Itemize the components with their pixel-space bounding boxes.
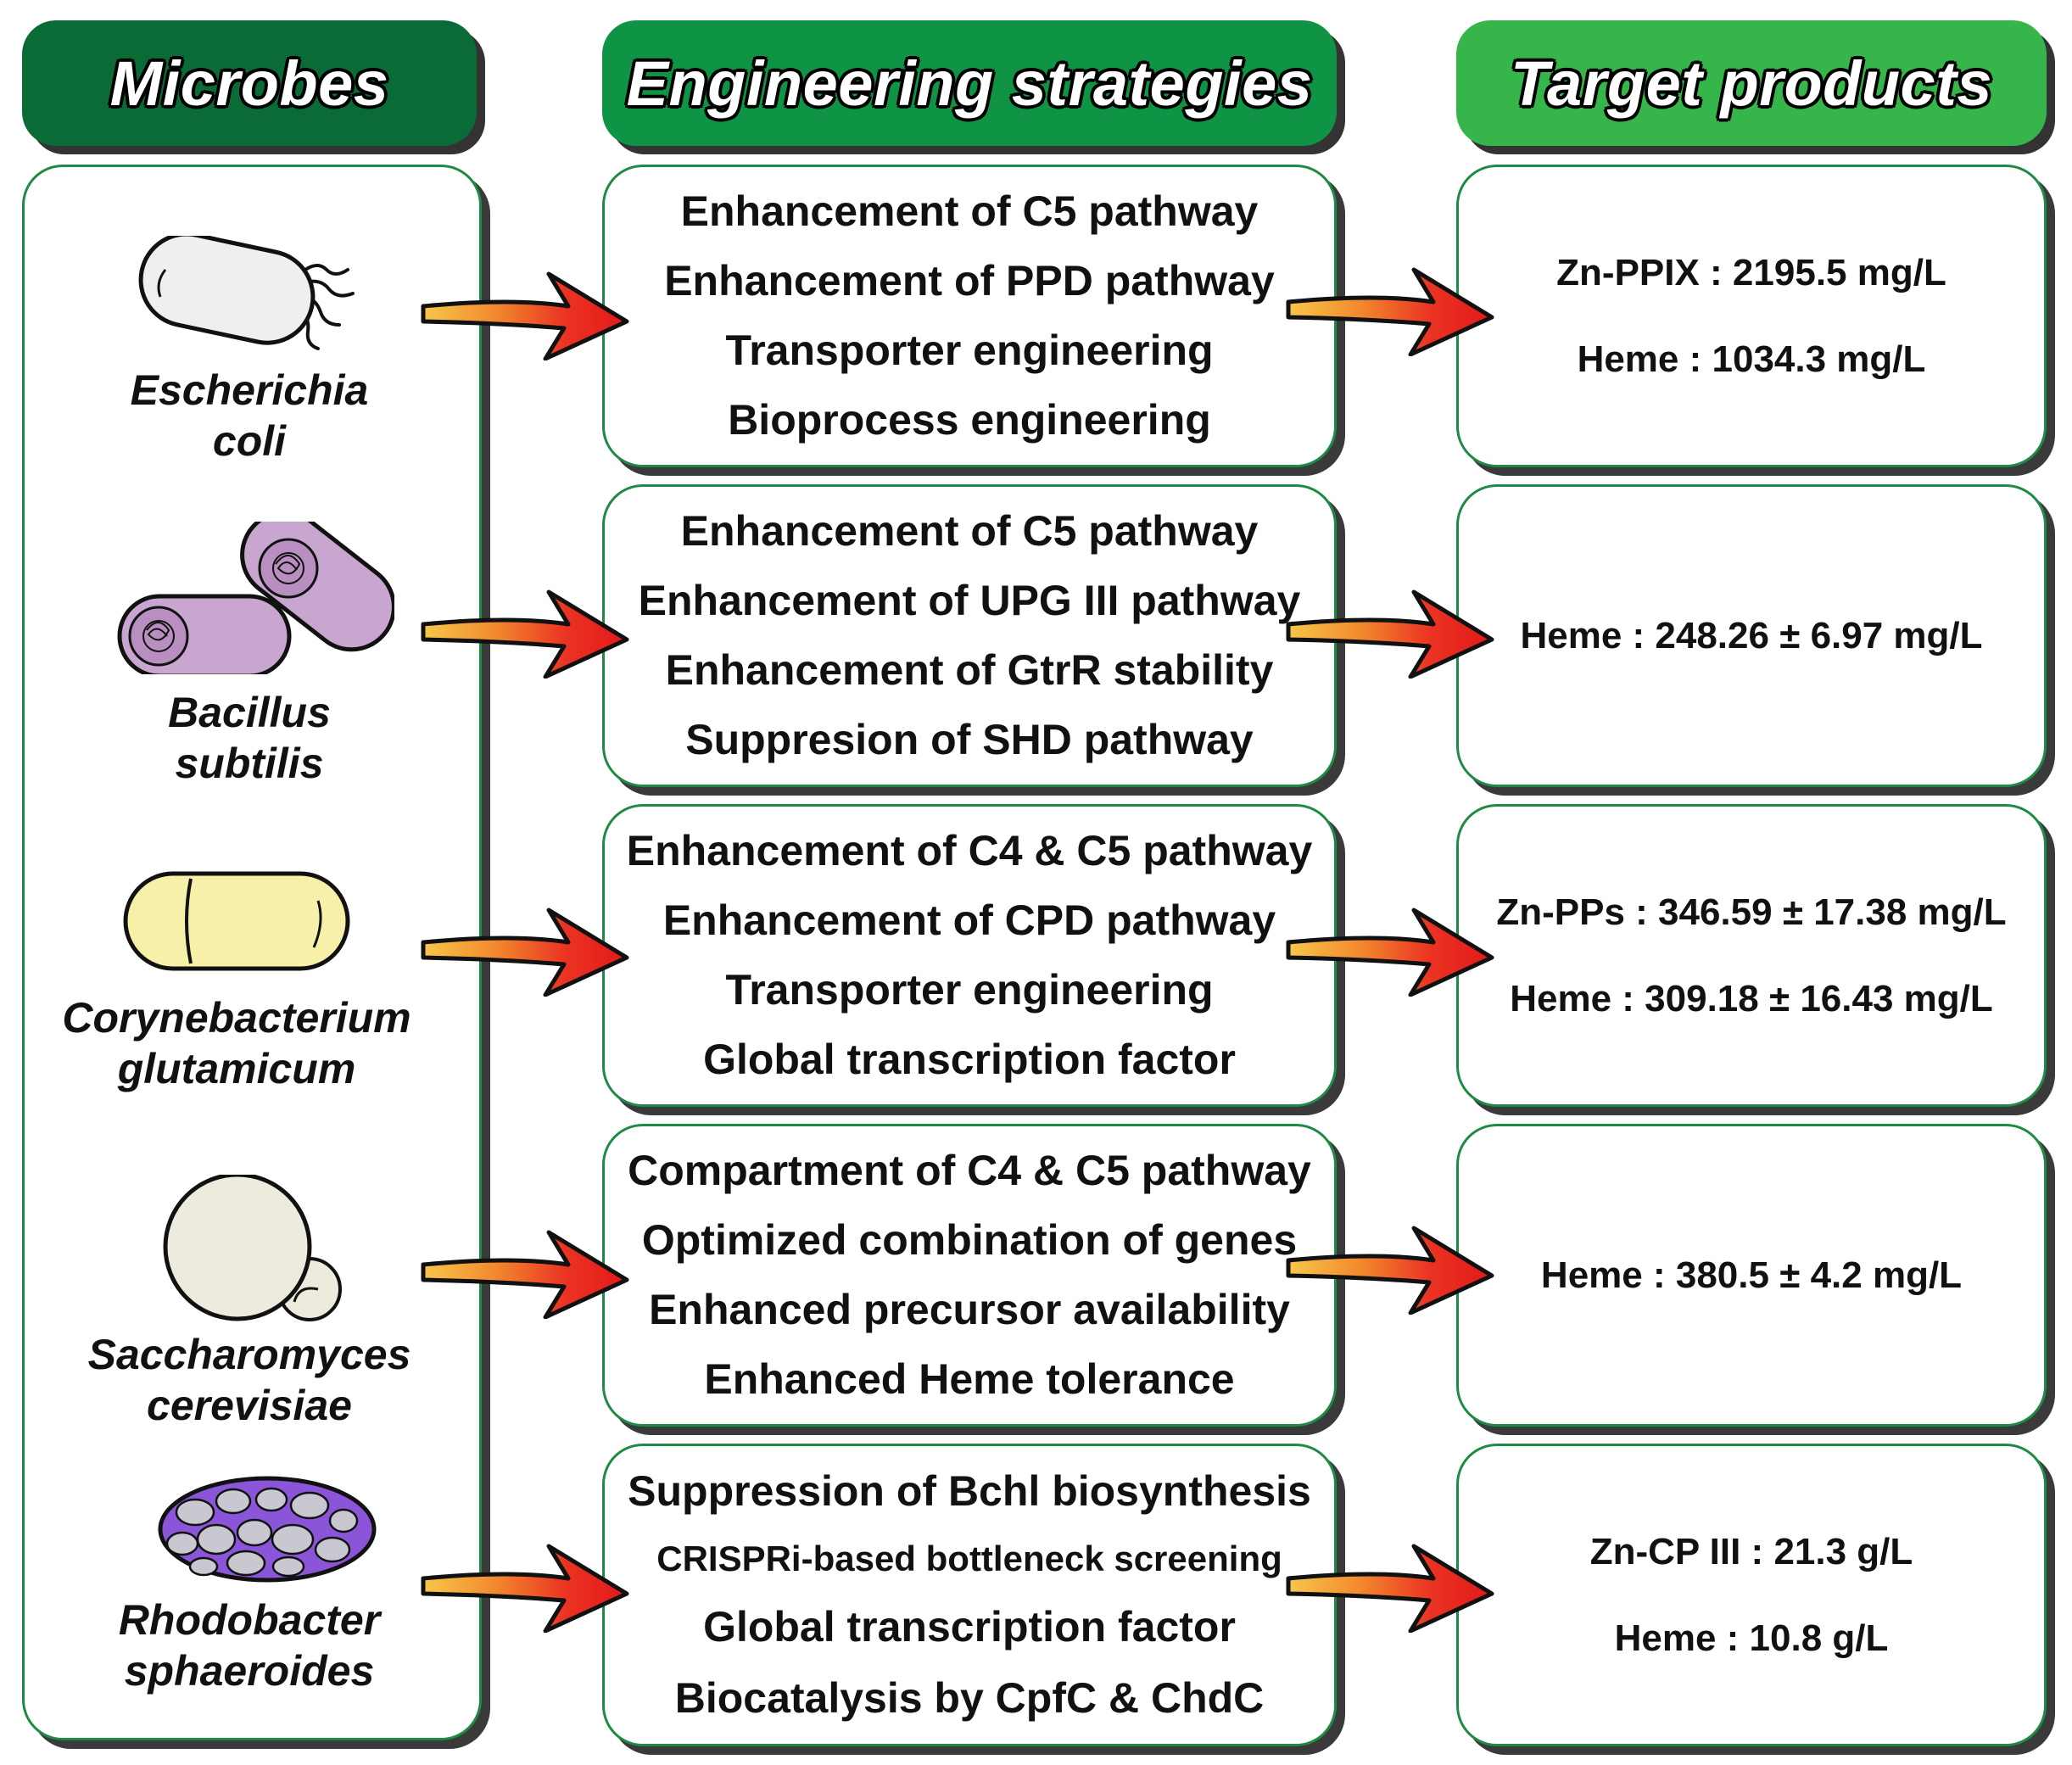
strategy-item: Enhanced precursor availability bbox=[649, 1285, 1290, 1333]
strategy-item: Enhancement of C5 pathway bbox=[680, 187, 1259, 236]
product-item: Heme : 248.26 ± 6.97 mg/L bbox=[1520, 614, 1983, 656]
e-coli-icon bbox=[138, 236, 355, 350]
arrow-strategy-to-product-2 bbox=[1286, 589, 1494, 679]
products-box-saccharomyces: Heme : 380.5 ± 4.2 mg/L bbox=[1456, 1124, 2047, 1427]
strategies-box-ecoli: Enhancement of C5 pathway Enhancement of… bbox=[602, 165, 1337, 467]
strategy-item: Suppresion of SHD pathway bbox=[685, 715, 1254, 763]
strategy-item: Bioprocess engineering bbox=[728, 395, 1211, 444]
product-item: Heme : 10.8 g/L bbox=[1614, 1617, 1889, 1659]
strategies-box-corynebacterium: Enhancement of C4 & C5 pathway Enhanceme… bbox=[602, 804, 1337, 1107]
strategy-item: Transporter engineering bbox=[725, 326, 1214, 374]
arrow-microbe-to-strategy-4 bbox=[421, 1230, 629, 1319]
header-microbes: Microbes bbox=[22, 20, 477, 146]
strategy-item: Global transcription factor bbox=[703, 1602, 1236, 1650]
microbe-name-ecoli: Escherichia coli bbox=[130, 366, 369, 465]
header-strategies-label: Engineering strategies bbox=[626, 47, 1313, 119]
strategy-item: Suppression of Bchl biosynthesis bbox=[628, 1467, 1311, 1516]
rhodobacter-icon bbox=[158, 1476, 377, 1583]
strategies-box-rhodobacter: Suppression of Bchl biosynthesis CRISPRi… bbox=[602, 1444, 1337, 1746]
corynebacterium-icon bbox=[123, 871, 350, 971]
strategy-item: Enhancement of GtrR stability bbox=[665, 645, 1274, 694]
products-box-ecoli: Zn-PPIX : 2195.5 mg/L Heme : 1034.3 mg/L bbox=[1456, 165, 2047, 467]
microbe-name-rhodobacter: Rhodobacter sphaeroides bbox=[118, 1596, 381, 1695]
strategy-item: Compartment of C4 & C5 pathway bbox=[628, 1147, 1311, 1195]
product-item: Zn-CP III : 21.3 g/L bbox=[1589, 1530, 1913, 1572]
strategy-item: Transporter engineering bbox=[725, 965, 1214, 1014]
strategies-box-bacillus: Enhancement of C5 pathway Enhancement of… bbox=[602, 484, 1337, 787]
product-item: Zn-PPIX : 2195.5 mg/L bbox=[1556, 251, 1946, 293]
product-item: Heme : 1034.3 mg/L bbox=[1577, 338, 1926, 380]
product-item: Zn-PPs : 346.59 ± 17.38 mg/L bbox=[1496, 891, 2007, 933]
arrow-strategy-to-product-1 bbox=[1286, 267, 1494, 356]
strategy-item: Biocatalysis by CpfC & ChdC bbox=[674, 1673, 1265, 1722]
strategy-item: Enhancement of PPD pathway bbox=[664, 257, 1275, 305]
strategy-item: Enhancement of UPG III pathway bbox=[638, 577, 1301, 625]
strategies-box-saccharomyces: Compartment of C4 & C5 pathway Optimized… bbox=[602, 1124, 1337, 1427]
arrow-microbe-to-strategy-3 bbox=[421, 908, 629, 997]
arrow-strategy-to-product-3 bbox=[1286, 908, 1494, 997]
header-products-label: Target products bbox=[1510, 47, 1993, 119]
strategy-item: Enhancement of C4 & C5 pathway bbox=[626, 827, 1313, 875]
strategy-item: CRISPRi-based bottleneck screening bbox=[656, 1539, 1282, 1579]
strategy-item: Enhancement of C5 pathway bbox=[680, 507, 1259, 556]
arrow-strategy-to-product-5 bbox=[1286, 1544, 1494, 1633]
microbe-name-saccharomyces: Saccharomyces cerevisiae bbox=[87, 1331, 411, 1429]
microbe-name-bacillus: Bacillus subtilis bbox=[168, 689, 331, 787]
arrow-strategy-to-product-4 bbox=[1286, 1226, 1494, 1315]
strategy-item: Optimized combination of genes bbox=[641, 1216, 1298, 1265]
strategy-item: Enhanced Heme tolerance bbox=[704, 1354, 1235, 1403]
products-box-rhodobacter: Zn-CP III : 21.3 g/L Heme : 10.8 g/L bbox=[1456, 1444, 2047, 1746]
header-products: Target products bbox=[1456, 20, 2047, 146]
bacillus-icon bbox=[117, 522, 394, 674]
yeast-icon bbox=[163, 1175, 342, 1321]
header-strategies: Engineering strategies bbox=[602, 20, 1337, 146]
arrow-microbe-to-strategy-5 bbox=[421, 1544, 629, 1633]
arrow-microbe-to-strategy-2 bbox=[421, 589, 629, 679]
products-box-bacillus: Heme : 248.26 ± 6.97 mg/L bbox=[1456, 484, 2047, 787]
strategy-item: Global transcription factor bbox=[703, 1035, 1236, 1083]
arrow-microbe-to-strategy-1 bbox=[421, 271, 629, 360]
products-box-corynebacterium: Zn-PPs : 346.59 ± 17.38 mg/L Heme : 309.… bbox=[1456, 804, 2047, 1107]
product-item: Heme : 309.18 ± 16.43 mg/L bbox=[1510, 977, 1993, 1019]
microbe-name-corynebacterium: Corynebacterium glutamicum bbox=[62, 994, 411, 1092]
product-item: Heme : 380.5 ± 4.2 mg/L bbox=[1540, 1254, 1963, 1296]
strategy-item: Enhancement of CPD pathway bbox=[662, 896, 1276, 945]
header-microbes-label: Microbes bbox=[109, 47, 389, 119]
